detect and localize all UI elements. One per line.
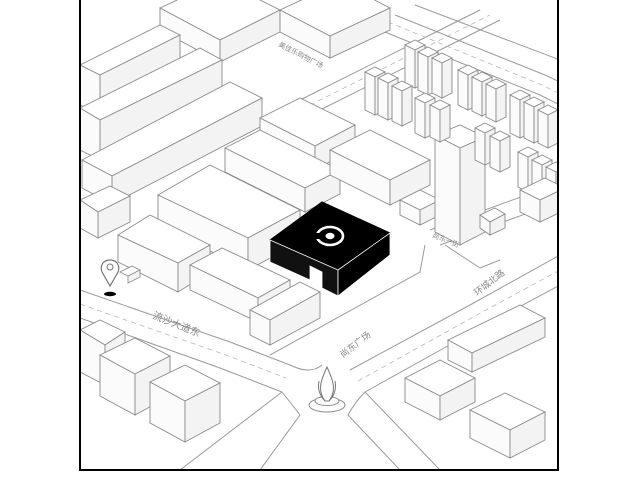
road-north-dash-2	[387, 21, 559, 94]
road-shangdong-center	[357, 270, 559, 382]
road-liusha-center	[80, 303, 287, 379]
road-inner-east	[444, 244, 501, 269]
target-logo-icon[interactable]	[314, 225, 345, 247]
road-north-4	[394, 14, 559, 83]
map-border	[79, 0, 559, 471]
map-content: 美佳乐购物广场 流沙大道东 尚东广场 环城北路 尚东一街	[80, 0, 559, 470]
road-liusha-lower	[80, 317, 283, 393]
road-roundabout-right	[347, 391, 401, 470]
road-east-3	[414, 4, 559, 61]
road-shangdong-upper	[349, 254, 559, 371]
buildings	[80, 0, 559, 459]
road-north-1	[299, 9, 481, 101]
map-pin-icon[interactable]	[100, 259, 141, 297]
road-south-left	[179, 391, 283, 470]
residential-towers	[363, 39, 559, 205]
road-inner-west	[269, 244, 426, 356]
label-liusha-road: 流沙大道东	[151, 309, 202, 340]
road-roundabout-left	[259, 391, 301, 470]
road-south-right	[364, 391, 441, 470]
torch-monument-icon[interactable]	[308, 365, 346, 413]
road-liusha-curve	[289, 364, 323, 371]
label-shangdong-plaza: 尚东广场	[337, 329, 373, 361]
label-huancheng-road: 环城北路	[471, 267, 507, 299]
road-liusha-upper	[80, 289, 291, 366]
